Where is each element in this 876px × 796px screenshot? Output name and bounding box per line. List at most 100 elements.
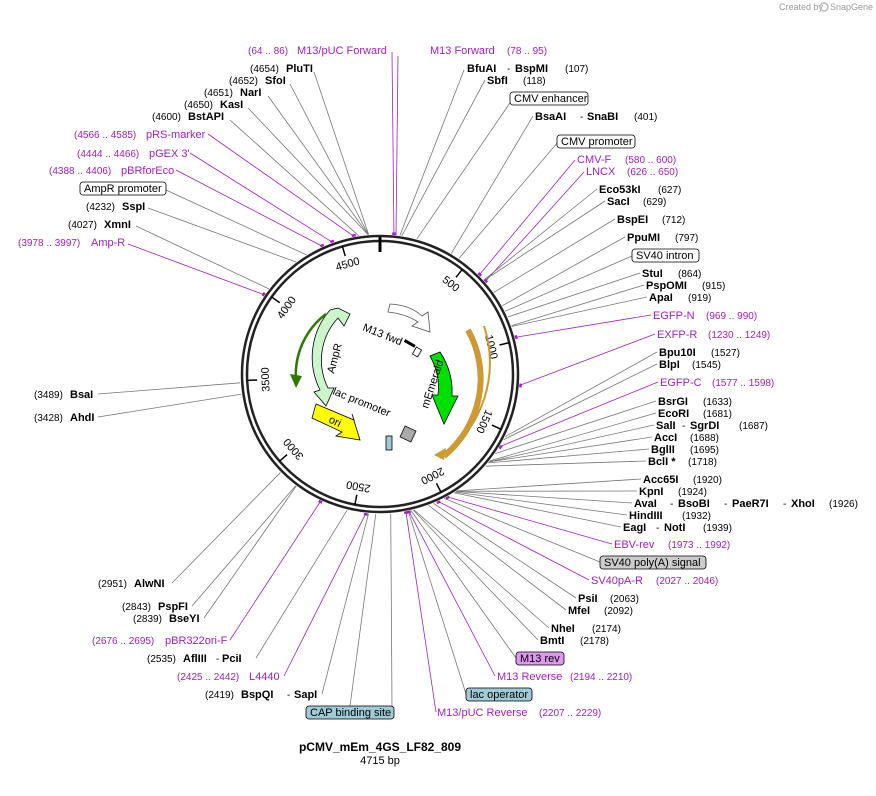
site-leader-line bbox=[504, 255, 633, 312]
bsobi-name[interactable]: BsoBI bbox=[678, 498, 710, 510]
avai-dash1: - bbox=[670, 499, 673, 510]
site-leader-line bbox=[428, 505, 567, 611]
bcli-name[interactable]: BclI * bbox=[648, 456, 676, 468]
egfp-n-name[interactable]: EGFP-N bbox=[653, 310, 695, 322]
site-leader-line bbox=[97, 382, 241, 395]
cmv-promoter-box[interactable] bbox=[556, 134, 636, 149]
cmv-enhancer-box[interactable] bbox=[509, 91, 589, 106]
bseyi-name[interactable]: BseYI bbox=[169, 613, 200, 625]
bpu10i-pos: (1527) bbox=[711, 348, 740, 359]
m13-rev-box[interactable] bbox=[515, 651, 565, 666]
site-leader-line bbox=[413, 509, 550, 629]
nari-name[interactable]: NarI bbox=[240, 87, 261, 99]
bglii-name[interactable]: BglII bbox=[651, 444, 675, 456]
bpu10i-name[interactable]: Bpu10I bbox=[659, 347, 696, 359]
m13puc-reverse-name[interactable]: M13/pUC Reverse bbox=[437, 707, 527, 719]
paer7i-name[interactable]: PaeR7I bbox=[732, 498, 769, 510]
amp-r-name[interactable]: Amp-R bbox=[91, 237, 125, 249]
bsai-name[interactable]: BsaI bbox=[70, 389, 93, 401]
bsaai-name[interactable]: BsaAI bbox=[535, 111, 566, 123]
site-leader-line bbox=[165, 189, 307, 256]
bspei-name[interactable]: BspEI bbox=[617, 214, 648, 226]
sali-name[interactable]: SalI bbox=[656, 420, 676, 432]
ppumi-name[interactable]: PpuMI bbox=[627, 232, 660, 244]
exfp-r-name[interactable]: EXFP-R bbox=[657, 329, 697, 341]
sv40-intron-box[interactable] bbox=[631, 248, 700, 263]
ppumi-pos: (797) bbox=[675, 233, 698, 244]
ampr-promoter-box[interactable] bbox=[79, 181, 167, 196]
sgrdi-name[interactable]: SgrDI bbox=[690, 420, 719, 432]
m13puc-fwd-name[interactable]: M13/pUC Forward bbox=[297, 45, 387, 57]
pcii-name[interactable]: PciI bbox=[222, 653, 242, 665]
egfp-c-name[interactable]: EGFP-C bbox=[660, 377, 702, 389]
eagi-name[interactable]: EagI bbox=[623, 522, 646, 534]
primer-site-mark bbox=[483, 278, 489, 284]
xhoi-name[interactable]: XhoI bbox=[791, 498, 815, 510]
memerald-arrow[interactable] bbox=[429, 351, 459, 425]
prs-marker-name[interactable]: pRS-marker bbox=[146, 129, 206, 141]
bcli-pos: (1718) bbox=[688, 457, 717, 468]
site-leader-line bbox=[504, 351, 658, 438]
acc65i-name[interactable]: Acc65I bbox=[643, 474, 678, 486]
bsaai-pos: (401) bbox=[634, 112, 657, 123]
bstapi-name[interactable]: BstAPI bbox=[188, 111, 224, 123]
pspfi-name[interactable]: PspFI bbox=[158, 601, 188, 613]
bfuai-name[interactable]: BfuAI bbox=[467, 63, 496, 75]
cmv-f-name[interactable]: CMV-F bbox=[577, 154, 612, 166]
tick-label: 4000 bbox=[275, 294, 299, 321]
snabi-name[interactable]: SnaBI bbox=[587, 111, 618, 123]
bsrgi-name[interactable]: BsrGI bbox=[658, 396, 688, 408]
bmti-name[interactable]: BmtI bbox=[540, 635, 564, 647]
sspi-name[interactable]: SspI bbox=[122, 201, 145, 213]
pgex3-name[interactable]: pGEX 3' bbox=[149, 148, 190, 160]
sbfi-pos: (118) bbox=[523, 76, 546, 87]
ebv-rev-name[interactable]: EBV-rev bbox=[614, 539, 655, 551]
alwni-name[interactable]: AlwNI bbox=[134, 578, 165, 590]
noti-name[interactable]: NotI bbox=[664, 522, 685, 534]
pluti-name[interactable]: PluTI bbox=[286, 63, 313, 75]
pbr322ori-f-name[interactable]: pBR322ori-F bbox=[165, 635, 228, 647]
stui-name[interactable]: StuI bbox=[642, 268, 663, 280]
nhei-name[interactable]: NheI bbox=[551, 623, 575, 635]
cap-binding-site-box[interactable] bbox=[305, 705, 395, 720]
m13-reverse-pos: (2194 .. 2210) bbox=[570, 672, 632, 683]
bspqi-name[interactable]: BspQI bbox=[241, 689, 273, 701]
psii-name[interactable]: PsiI bbox=[578, 593, 598, 605]
avai-name[interactable]: AvaI bbox=[634, 498, 657, 510]
pbrforeco-name[interactable]: pBRforEco bbox=[121, 165, 174, 177]
site-leader-line bbox=[455, 491, 628, 516]
ahdi-name[interactable]: AhdI bbox=[70, 412, 94, 424]
ecori-name[interactable]: EcoRI bbox=[658, 408, 689, 420]
m13-reverse-name[interactable]: M13 Reverse bbox=[497, 671, 562, 683]
xmni-name[interactable]: XmnI bbox=[104, 219, 131, 231]
m13-fwd-arrow[interactable] bbox=[387, 303, 431, 333]
kasi-name[interactable]: KasI bbox=[220, 99, 243, 111]
sfoi-name[interactable]: SfoI bbox=[265, 75, 286, 87]
afliii-name[interactable]: AflIII bbox=[183, 653, 207, 665]
hindiii-name[interactable]: HindIII bbox=[629, 510, 663, 522]
kpni-name[interactable]: KpnI bbox=[639, 486, 663, 498]
acci-name[interactable]: AccI bbox=[654, 432, 677, 444]
pspomi-name[interactable]: PspOMI bbox=[646, 280, 687, 292]
apai-name[interactable]: ApaI bbox=[649, 292, 673, 304]
sbfi-name[interactable]: SbfI bbox=[487, 75, 508, 87]
tick-mark bbox=[499, 341, 510, 346]
mfei-name[interactable]: MfeI bbox=[568, 605, 590, 617]
site-leader-line bbox=[457, 478, 642, 492]
sv40pa-r-name[interactable]: SV40pA-R bbox=[591, 575, 643, 587]
sali-pos: (1687) bbox=[739, 421, 768, 432]
ampr-arrow[interactable] bbox=[311, 307, 351, 407]
sapi-name[interactable]: SapI bbox=[294, 689, 317, 701]
ori-arrow[interactable] bbox=[311, 403, 361, 441]
ecori-pos: (1681) bbox=[703, 409, 732, 420]
saci-name[interactable]: SacI bbox=[607, 196, 630, 208]
l4440-name[interactable]: L4440 bbox=[249, 671, 280, 683]
eco53ki-name[interactable]: Eco53kI bbox=[599, 184, 641, 196]
lac-operator-label-box[interactable] bbox=[465, 687, 533, 702]
m13-forward-name[interactable]: M13 Forward bbox=[430, 45, 495, 57]
sv40-polya-signal-box[interactable] bbox=[599, 555, 707, 570]
bspmi-name[interactable]: BspMI bbox=[515, 63, 548, 75]
blpi-name[interactable]: BlpI bbox=[659, 359, 680, 371]
lncx-name[interactable]: LNCX bbox=[586, 166, 616, 178]
tick-mark bbox=[491, 424, 502, 430]
